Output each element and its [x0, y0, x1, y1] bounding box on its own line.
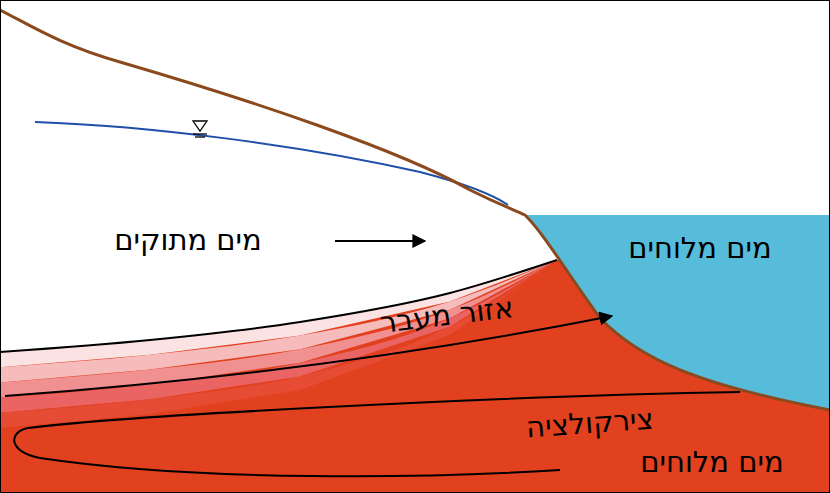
zone-label: אזור מעבר — [379, 292, 516, 340]
water-table — [35, 122, 508, 205]
circulation-loop — [14, 392, 740, 476]
region-label: מים מלוחים — [628, 233, 771, 265]
transition-band — [0, 260, 557, 428]
water-table-symbol — [193, 121, 207, 137]
sea — [525, 215, 830, 410]
region-label: מים מתוקים — [114, 225, 262, 257]
region-label: מים מלוחים — [640, 447, 783, 479]
flow-arrow — [5, 316, 612, 396]
interface-line — [0, 260, 557, 352]
flow-arrow — [335, 240, 425, 242]
ground-surface — [0, 10, 830, 410]
process-label: צירקולציה — [525, 404, 655, 445]
